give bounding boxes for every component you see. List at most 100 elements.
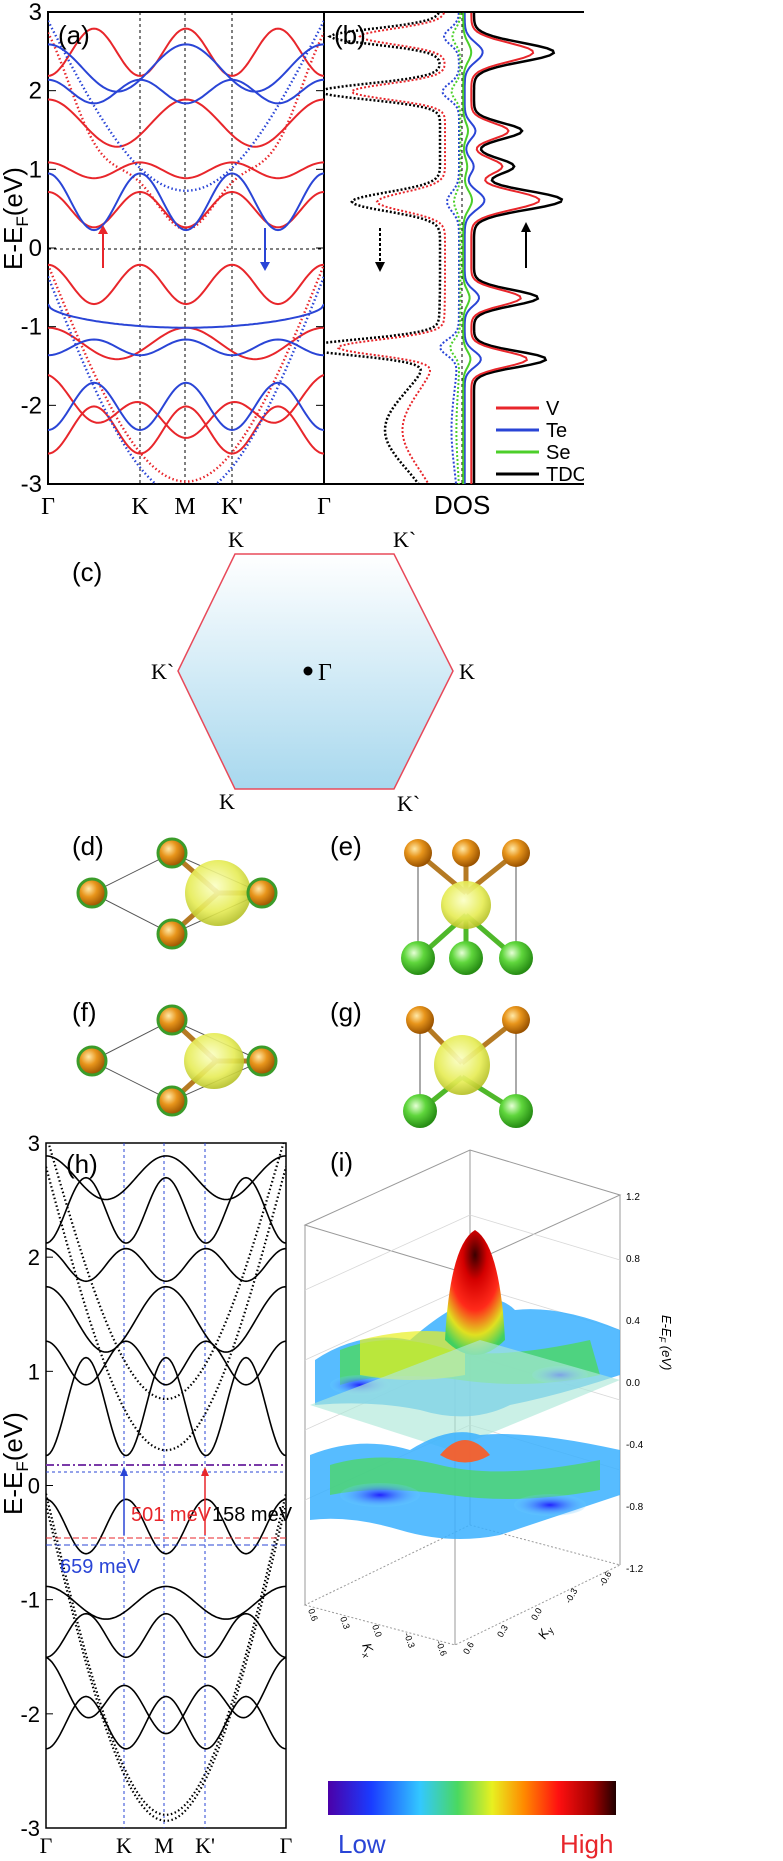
k-point-label: K' [195,1833,215,1858]
te-dos-down [439,12,460,484]
z-tick-label: -0.4 [626,1440,644,1451]
y-tick-label: 3 [28,1135,40,1156]
x-ticks-i: 0.60.30.0-0.3-0.6 [306,1607,449,1657]
dos-down-arrow-head [375,262,385,272]
vertex-label-top-left: K [228,527,244,552]
structure-side-view-g [403,1006,533,1128]
structure-side-view-e [401,839,533,975]
dos-panel-b: (b) DOS VTeSeTDOS [324,11,584,520]
x-tick-label: 0.6 [306,1607,320,1622]
plot-frame-h [45,1142,287,1829]
charge-lobe-f [184,1033,244,1089]
panel-label-i: (i) [330,1147,353,1177]
k-point-label: Γ [40,1833,53,1858]
dos-up-arrow-head [521,222,531,232]
val-band-red-2 [48,326,324,361]
gap-arrow-K-head [120,1467,128,1476]
z-axis-label-i: E-EF (eV) [657,1315,674,1370]
val-band-dispersive-2 [46,1493,286,1816]
legend-label: Se [546,442,570,464]
k-point-label: K [116,1833,132,1858]
annotation-659: 659 meV [60,1556,141,1578]
y-tick-label: -1 [20,1588,40,1613]
panel-label-f: (f) [72,997,97,1027]
cond-band-4 [46,1247,286,1283]
val-band-red-4 [48,405,324,455]
charge-density-panels: (d) (e) (f) [72,831,533,1128]
vertex-label-bottom-left: K [219,789,235,814]
y-tick-label: 0.0 [529,1606,544,1622]
y-tick-label: 1 [28,1359,40,1384]
tdos-down [324,12,442,484]
k-point-label: Γ [317,494,331,520]
y-tick-label: 0 [28,1474,40,1499]
x-tick-label: 0.3 [338,1615,352,1630]
z-ticks-i: 1.20.80.40.0-0.4-0.8-1.2 [626,1192,644,1575]
val-band-red-3 [48,373,324,439]
k-point-label: Γ [280,1833,293,1858]
panel-label-c: (c) [72,557,102,587]
se-dos-up [462,12,474,484]
structure-top-view-d [76,837,278,950]
cond-band-blue-3 [48,43,324,93]
val-band-blue-2 [48,303,324,329]
k-point-label: M [154,1833,174,1858]
se-dos-down [449,12,462,484]
val-band-red-1 [48,263,324,306]
hexagon-bz [177,553,454,790]
y-tick-label: -0.6 [597,1570,613,1588]
bands-a [48,20,324,484]
panel-label-e: (e) [330,831,362,861]
y-tick-label: 0.3 [495,1623,510,1639]
colorbar [328,1781,616,1815]
val-band-5 [46,1695,286,1750]
cond-band-red-1 [48,190,324,229]
z-tick-label: 1.2 [626,1192,640,1203]
vertex-label-top-right: K` [393,527,416,552]
dos-axis-label: DOS [434,490,490,520]
gamma-label: Γ [318,660,332,686]
annotation-158: 158 meV [212,1504,293,1526]
z-tick-label: -1.2 [626,1564,644,1575]
dos-curves [324,12,564,484]
charge-lobe-g [434,1035,490,1095]
v-dos-up [470,12,541,484]
gamma-point [303,666,313,676]
cond-band-2 [46,1340,286,1386]
y-tick-label: 2 [28,1245,40,1270]
y-axis-label-i: Ky [535,1622,557,1642]
y-tick-label: 2 [29,78,42,105]
cond-band-dispersive-1 [46,1166,286,1452]
y-tick-label: -1 [21,314,42,341]
val-band-4 [46,1656,286,1735]
y-tick-label: -3 [20,1816,40,1841]
z-tick-label: 0.4 [626,1316,640,1327]
z-tick-label: 0.0 [626,1378,640,1389]
vertex-label-left: K` [151,659,174,684]
x-tick-label: -0.6 [434,1639,449,1657]
charge-lobe-e [441,881,491,929]
plot-frame-b [324,11,584,485]
spin-up-arrow-head [98,225,108,234]
y-tick-label: 1 [29,156,42,183]
spin-down-arrow-head [260,262,270,271]
y-ticks-i: 0.60.30.0-0.3-0.6 [461,1570,613,1656]
vertex-label-bottom-right: K` [397,791,420,815]
tdos-up [472,12,564,484]
svg-text:E-EF (eV): E-EF (eV) [657,1315,674,1370]
z-tick-label: 0.8 [626,1254,640,1265]
cond-band-5 [46,1176,286,1244]
x-tick-label: 0.0 [370,1623,384,1638]
bands-h [46,1143,286,1822]
cond-band-red-2 [48,161,324,180]
colorbar-high-label: High [560,1829,613,1859]
val-band-2 [46,1585,286,1620]
vertex-label-right: K [459,659,475,684]
y-axis-label-a: E-EF(eV) [0,167,32,270]
y-tick-label: -3 [21,471,42,498]
